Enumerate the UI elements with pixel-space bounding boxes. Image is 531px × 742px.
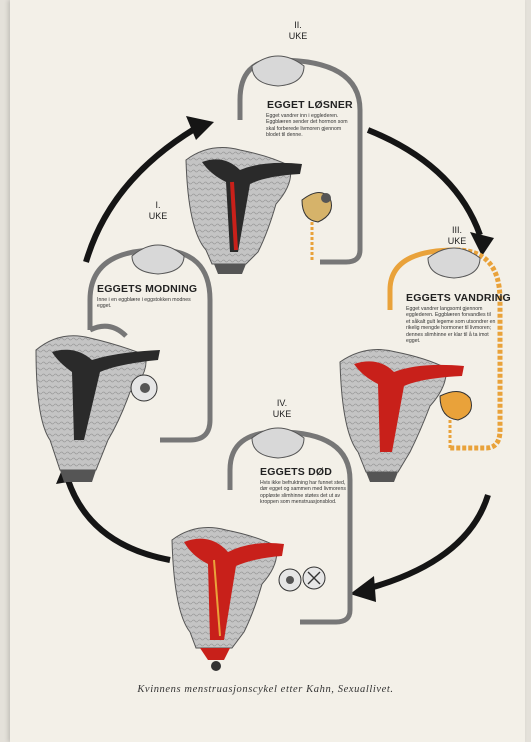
stage-1-week-number: I. — [138, 200, 178, 211]
cycle-arrow-1-to-2-head — [186, 116, 214, 140]
stage-2-week-label: UKE — [278, 31, 318, 42]
cycle-arrow-4-to-1 — [68, 480, 170, 560]
stage-3-week-number: III. — [437, 225, 477, 236]
cycle-arrow-2-to-3 — [368, 130, 480, 235]
pituitary-gland — [428, 248, 480, 278]
stage-4-description: Hvis ikke befruktning har funnet sted, d… — [260, 480, 346, 506]
stage-2-figure — [186, 56, 360, 274]
cycle-arrow-3-to-4-head — [350, 576, 376, 602]
stage-1-figure — [36, 245, 210, 482]
cycle-arrow-1-to-2 — [86, 128, 196, 262]
stage-1-description: Inne i en eggblære i eggstokken modnes e… — [97, 297, 197, 310]
expelled-egg — [211, 661, 221, 671]
stage-4-heading: EGGETS DØD — [260, 466, 332, 478]
stage-3-description: Egget vandrer langsomt gjennom eggle­der… — [406, 306, 496, 344]
egg — [321, 193, 331, 203]
stage-3-heading: EGGETS VANDRING — [406, 292, 511, 304]
stage-3-figure — [340, 248, 500, 482]
stage-4-week-number: IV. — [262, 398, 302, 409]
corpus-luteum — [440, 391, 472, 420]
stage-4-figure — [172, 428, 350, 671]
stage-1-heading: EGGETS MODNING — [97, 283, 197, 295]
stage-1-week-label: UKE — [138, 211, 178, 222]
stage-4-week-label: UKE — [262, 409, 302, 420]
stage-2-week-number: II. — [278, 20, 318, 31]
stage-2-description: Egget vandrer inn i eggle­deren. Eggblær… — [266, 113, 354, 139]
figure-caption: Kvinnens menstruasjonscykel etter Kahn, … — [0, 684, 531, 695]
stage-3-week-label: UKE — [437, 236, 477, 247]
pituitary-gland — [252, 56, 304, 86]
stage-2-heading: EGGET LØSNER — [267, 99, 353, 111]
pituitary-gland — [252, 428, 304, 458]
cycle-arrow-3-to-4 — [370, 495, 488, 588]
